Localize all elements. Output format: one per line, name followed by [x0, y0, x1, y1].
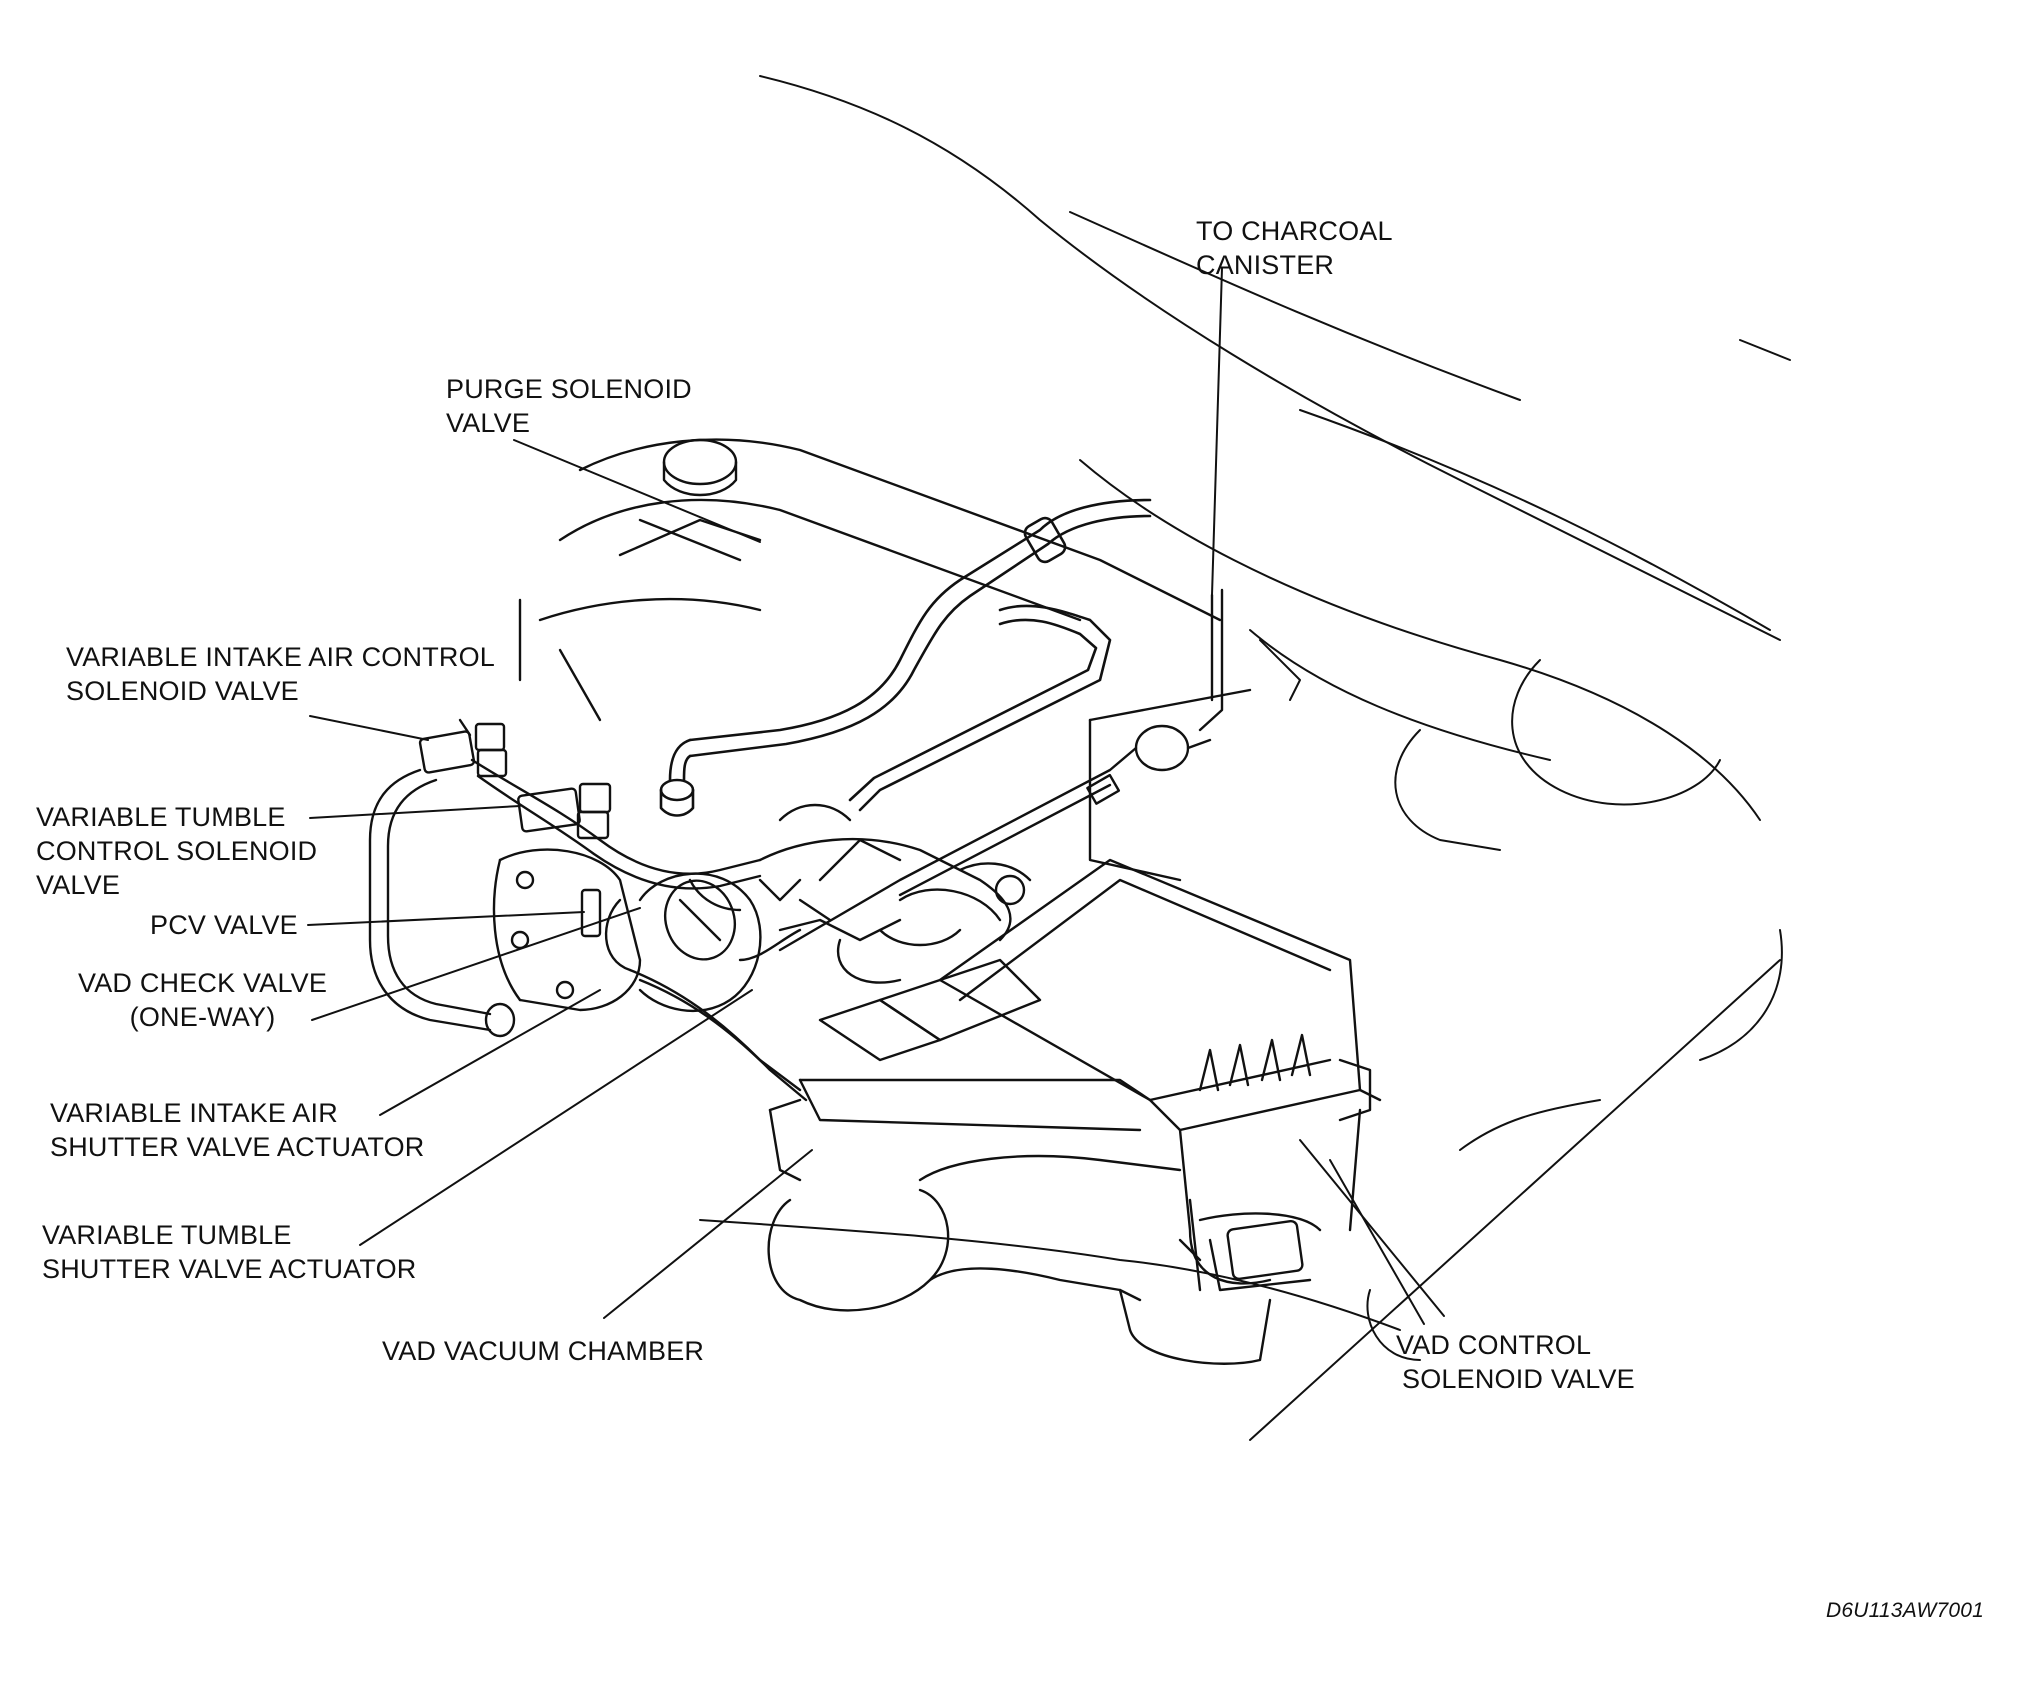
label-variable-tumble-control-solenoid: VARIABLE TUMBLE CONTROL SOLENOID VALVE	[36, 800, 317, 902]
label-pcv-valve: PCV VALVE	[150, 908, 298, 942]
label-line: VALVE	[36, 870, 121, 900]
purge-hoses	[659, 498, 1152, 817]
label-vad-vacuum-chamber: VAD VACUUM CHAMBER	[382, 1334, 704, 1368]
label-line: VALVE	[446, 408, 531, 438]
label-line: VAD CHECK VALVE	[78, 968, 328, 998]
label-line: VAD CONTROL	[1396, 1330, 1592, 1360]
actuators	[492, 848, 902, 1102]
figure-code: D6U113AW7001	[1826, 1599, 1985, 1622]
label-variable-intake-air-shutter-actuator: VARIABLE INTAKE AIR SHUTTER VALVE ACTUAT…	[50, 1096, 424, 1164]
label-line: CANISTER	[1196, 250, 1335, 280]
label-line: SOLENOID VALVE	[66, 676, 299, 706]
label-line: PCV VALVE	[150, 910, 298, 940]
label-line: VARIABLE INTAKE AIR CONTROL	[66, 642, 496, 672]
throttle-body	[758, 803, 1032, 984]
label-line: VARIABLE TUMBLE	[36, 802, 286, 832]
body-outline	[699, 75, 1791, 1441]
air-cleaner	[798, 858, 1382, 1285]
label-variable-intake-air-control-solenoid: VARIABLE INTAKE AIR CONTROL SOLENOID VAL…	[66, 640, 495, 708]
label-line: SOLENOID VALVE	[1402, 1364, 1635, 1394]
label-line: SHUTTER VALVE ACTUATOR	[42, 1254, 417, 1284]
label-line: (ONE-WAY)	[129, 1002, 276, 1032]
label-line: VAD VACUUM CHAMBER	[382, 1336, 705, 1366]
label-line: CONTROL SOLENOID	[36, 836, 318, 866]
label-vad-control-solenoid-valve: VAD CONTROL SOLENOID VALVE	[1396, 1328, 1635, 1396]
canister-line	[778, 588, 1224, 952]
label-line: VARIABLE INTAKE AIR	[50, 1098, 338, 1128]
solenoid-cluster	[368, 718, 762, 1038]
label-charcoal-canister: TO CHARCOAL CANISTER	[1196, 214, 1393, 282]
label-purge-solenoid-valve: PURGE SOLENOID VALVE	[446, 372, 692, 440]
label-line: SHUTTER VALVE ACTUATOR	[50, 1132, 425, 1162]
vad-chamber	[767, 1098, 1322, 1365]
label-vad-check-valve: VAD CHECK VALVE (ONE-WAY)	[78, 966, 327, 1034]
label-variable-tumble-shutter-actuator: VARIABLE TUMBLE SHUTTER VALVE ACTUATOR	[42, 1218, 416, 1286]
label-line: VARIABLE TUMBLE	[42, 1220, 292, 1250]
label-line: TO CHARCOAL	[1196, 216, 1393, 246]
label-line: PURGE SOLENOID	[446, 374, 692, 404]
valve-cover	[518, 438, 1252, 882]
leader-lines	[307, 267, 1445, 1325]
